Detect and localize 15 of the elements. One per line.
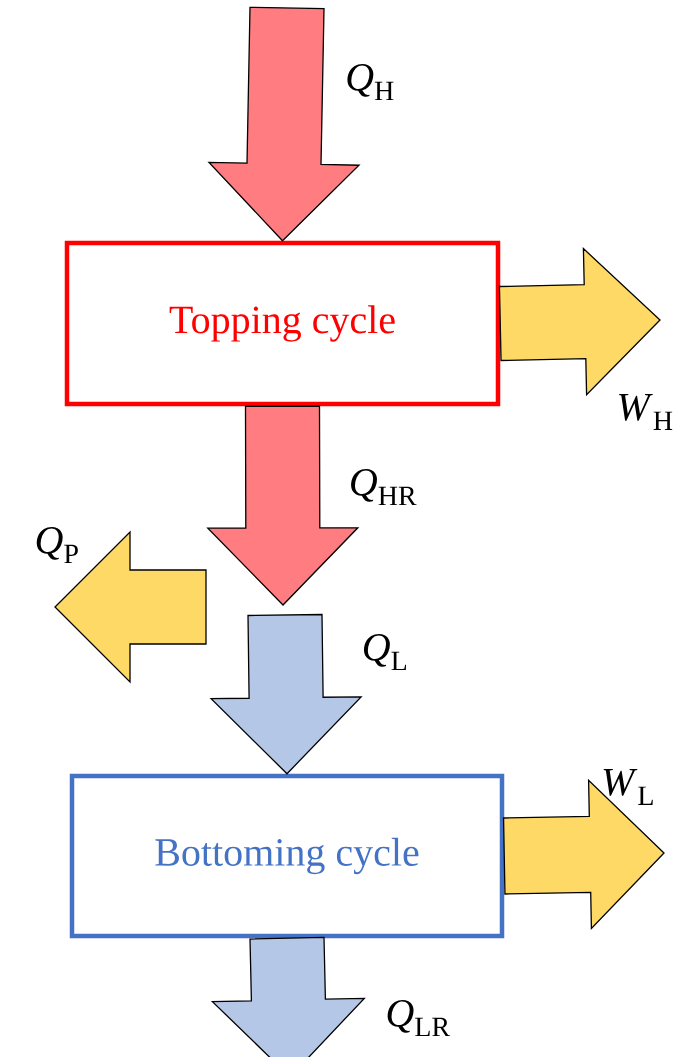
edge-label: Q$_{L}$ (363, 633, 407, 671)
edge-label: Q$_{LR}$ (387, 999, 451, 1037)
block-arrow (502, 778, 665, 930)
edge-label: Q$_{HR}$ (351, 468, 417, 506)
block-arrow (209, 613, 363, 775)
edge-label: W$_{L}$ (603, 769, 653, 805)
cycle-box: Topping cycle (64, 240, 501, 407)
block-arrow (498, 247, 661, 397)
block-arrow (210, 936, 366, 1057)
edge-label: W$_{H}$ (619, 394, 673, 430)
block-arrow (207, 6, 361, 242)
block-arrow (206, 405, 360, 606)
cycle-box: Bottoming cycle (69, 773, 505, 939)
flow-label: Q$_{P}$ (36, 526, 78, 564)
edge-label: Q$_{H}$ (347, 63, 394, 101)
